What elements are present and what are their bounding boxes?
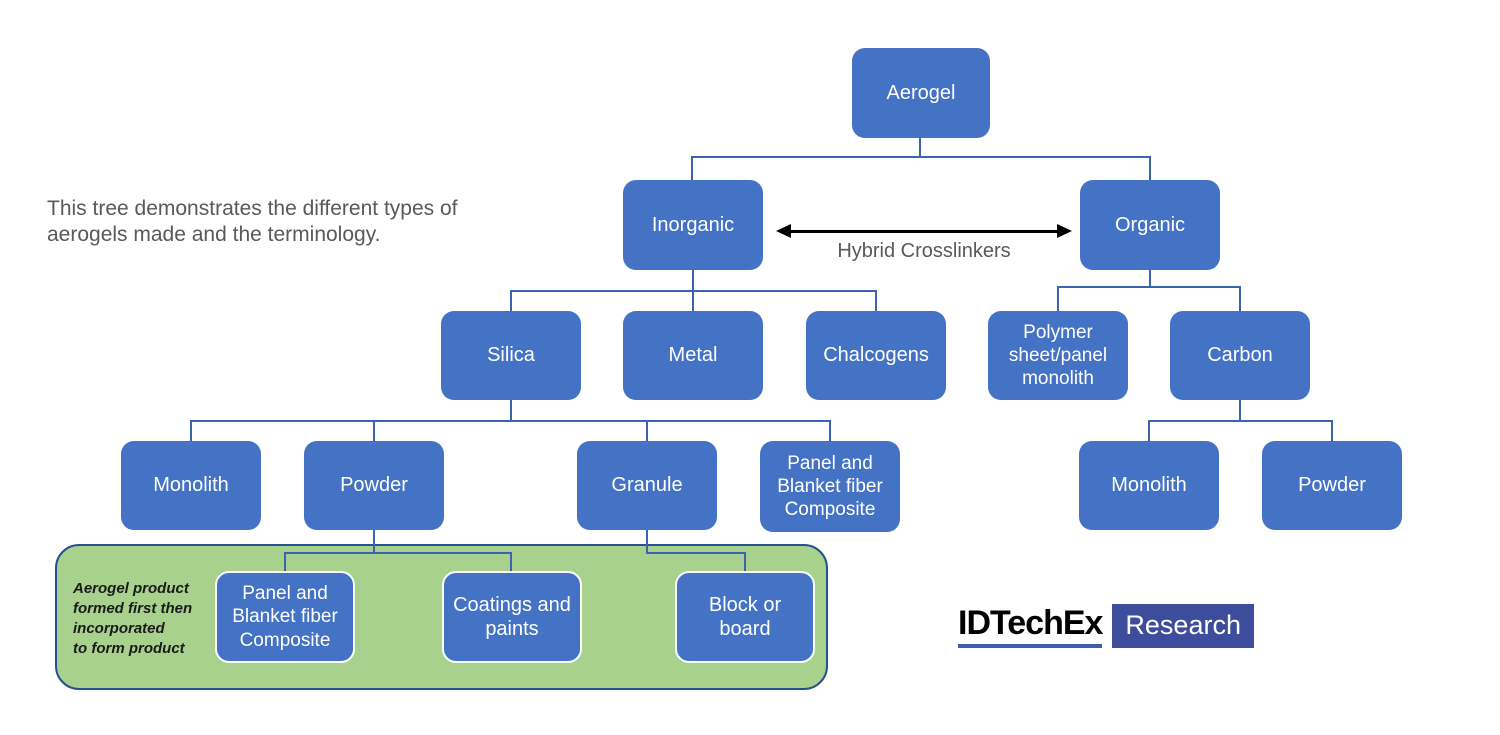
connector-line (1057, 286, 1059, 311)
connector-line (646, 552, 746, 554)
connector-line (373, 530, 375, 553)
connector-line (510, 400, 512, 421)
hybrid-crosslinkers-label: Hybrid Crosslinkers (837, 240, 1011, 262)
node-coatings-and-paints: Coatings and paints (442, 571, 582, 663)
logo-brand-text: IDTechEx (958, 604, 1103, 642)
idtechex-logo: IDTechEx Research (958, 604, 1254, 648)
connector-line (1239, 286, 1241, 311)
connector-line (190, 420, 192, 441)
node-panel-blanket-composite: Panel and Blanket fiber Composite (760, 441, 900, 532)
arrowhead-left-icon (776, 224, 791, 238)
connector-line (691, 156, 693, 180)
connector-line (744, 552, 746, 572)
node-aerogel: Aerogel (852, 48, 990, 138)
connector-line (1149, 270, 1151, 287)
node-polymer-sheet-panel-monolith: Polymer sheet/panel monolith (988, 311, 1128, 400)
connector-line (510, 290, 512, 311)
node-silica: Silica (441, 311, 581, 400)
connector-line (1057, 286, 1241, 288)
node-monolith-carbon: Monolith (1079, 441, 1219, 530)
connector-line (692, 290, 694, 311)
node-inorganic: Inorganic (623, 180, 763, 270)
connector-line (1148, 420, 1150, 441)
node-metal: Metal (623, 311, 763, 400)
connector-line (646, 530, 648, 553)
node-block-or-board: Block or board (675, 571, 815, 663)
logo-underline (958, 644, 1103, 648)
node-carbon: Carbon (1170, 311, 1310, 400)
connector-line (190, 420, 831, 422)
connector-line (692, 270, 694, 291)
connector-line (646, 420, 648, 441)
connector-line (829, 420, 831, 441)
logo-brand: IDTechEx (958, 604, 1103, 648)
logo-research-badge: Research (1112, 604, 1254, 648)
diagram-description: This tree demonstrates the different typ… (47, 197, 458, 246)
connector-line (919, 138, 921, 158)
arrow-shaft (785, 230, 1063, 233)
node-powder-silica: Powder (304, 441, 444, 530)
node-organic: Organic (1080, 180, 1220, 270)
connector-line (284, 552, 286, 572)
connector-line (1149, 156, 1151, 180)
node-panel-blanket-composite-product: Panel and Blanket fiber Composite (215, 571, 355, 663)
connector-line (510, 552, 512, 572)
node-powder-carbon: Powder (1262, 441, 1402, 530)
arrowhead-right-icon (1057, 224, 1072, 238)
node-chalcogens: Chalcogens (806, 311, 946, 400)
connector-line (284, 552, 512, 554)
product-group-caption: Aerogel product formed first then incorp… (73, 580, 193, 657)
connector-line (1331, 420, 1333, 441)
connector-line (1239, 400, 1241, 421)
node-monolith-silica: Monolith (121, 441, 261, 530)
connector-line (692, 156, 1151, 158)
node-granule: Granule (577, 441, 717, 530)
hybrid-crosslinkers-arrow (776, 223, 1072, 239)
connector-line (373, 420, 375, 441)
connector-line (1148, 420, 1333, 422)
connector-line (875, 290, 877, 311)
